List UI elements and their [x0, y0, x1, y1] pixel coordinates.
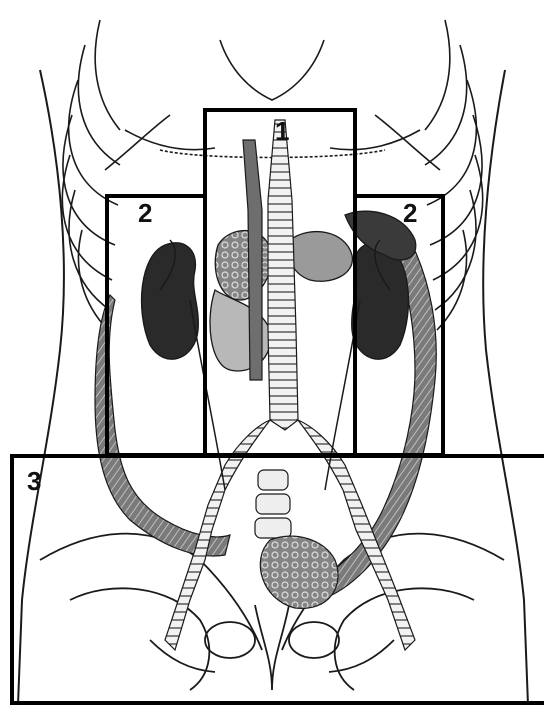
region-1-label: 1: [275, 116, 289, 146]
region-2-left-label: 2: [138, 198, 152, 228]
region-2-right-label: 2: [403, 198, 417, 228]
region-3-label: 3: [27, 466, 41, 496]
spine: [255, 470, 291, 538]
